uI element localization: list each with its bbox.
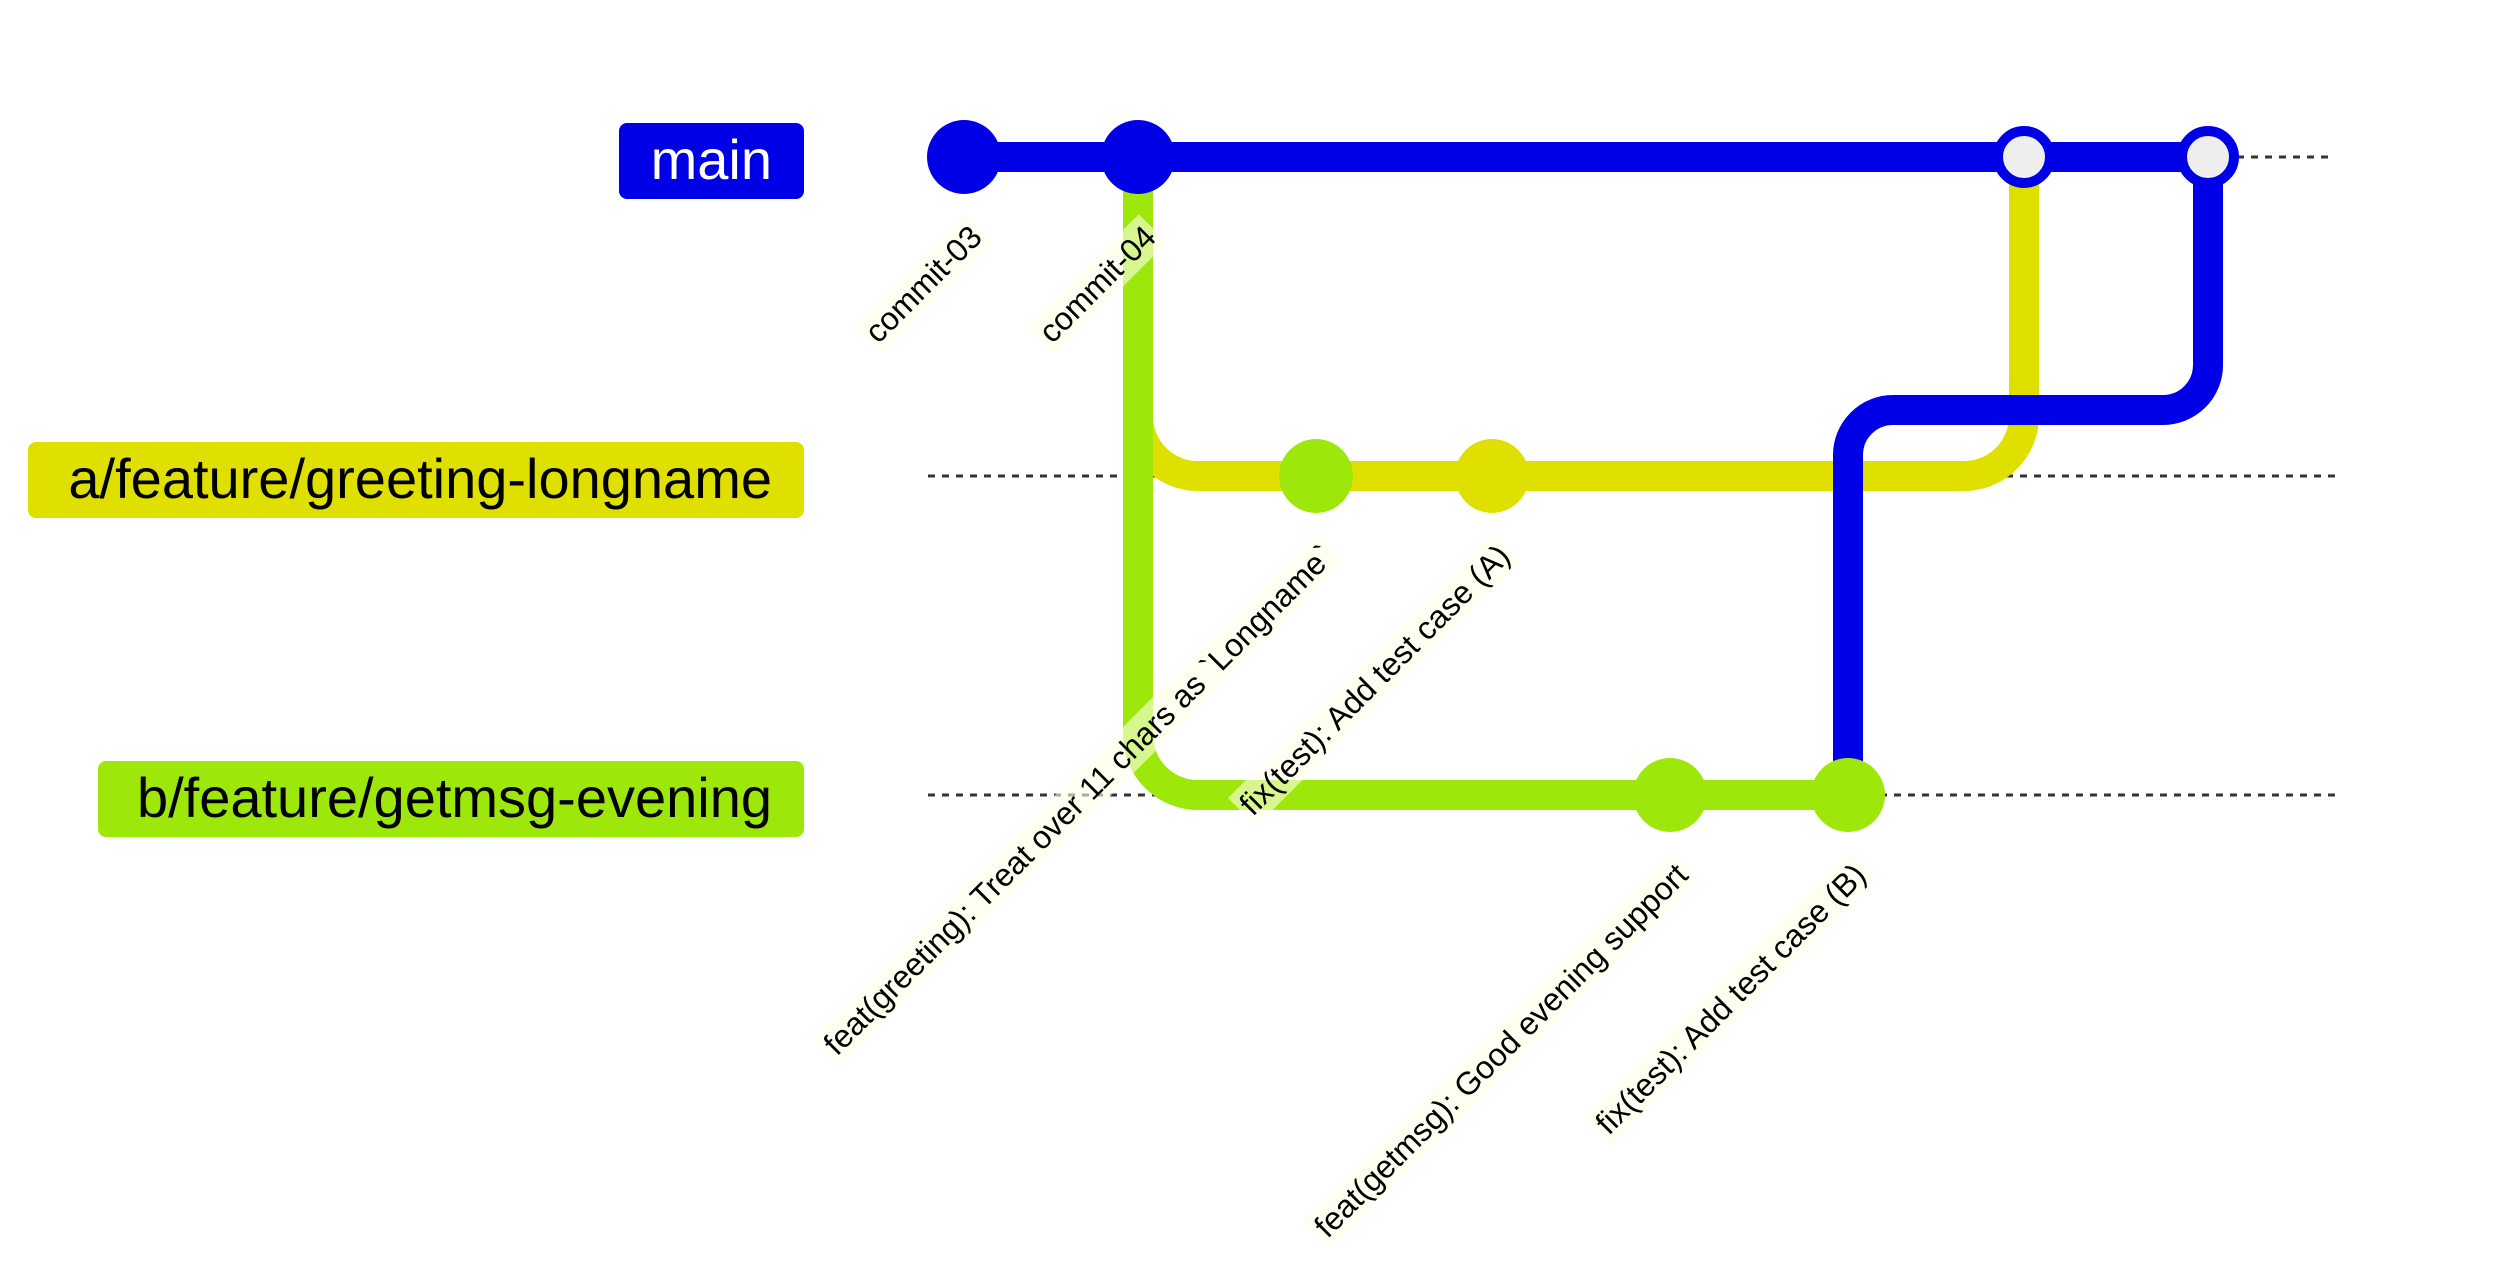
commit-message-background <box>1228 533 1521 827</box>
branch-label-text: a/feature/greeting-longname <box>68 447 772 510</box>
branch-label-background <box>28 442 804 518</box>
merge-commit-dot[interactable] <box>1993 126 2055 188</box>
commit-message-text: feat(getmsg): Good evening support <box>1307 856 1695 1244</box>
branch-label-main[interactable]: main <box>619 123 804 199</box>
branch-label-text: main <box>651 128 772 191</box>
commit-message-background <box>853 214 993 354</box>
commit-labels: commit-03 commit-04 feat(greeting): Trea… <box>812 214 1877 1249</box>
branch-label-background <box>98 761 804 837</box>
branch-label-a[interactable]: a/feature/greeting-longname <box>28 442 804 518</box>
commit-label-c5: feat(getmsg): Good evening support <box>1302 852 1700 1249</box>
commit-dot[interactable] <box>1455 439 1529 513</box>
commit-dot[interactable] <box>1279 439 1353 513</box>
commit-label-c1: commit-03 <box>853 214 993 354</box>
commit-message-background <box>1027 214 1167 354</box>
commit-dot[interactable] <box>1811 758 1885 832</box>
main-to-b-edge <box>1833 142 2223 810</box>
commit-dot[interactable] <box>1633 758 1707 832</box>
commit-dot[interactable] <box>1101 120 1175 194</box>
branch-a-edge <box>1123 142 2039 491</box>
branch-label-background <box>619 123 804 199</box>
commit-dots <box>927 120 2239 832</box>
commit-message-text: commit-03 <box>858 219 989 350</box>
commit-message-background <box>812 533 1345 1067</box>
branch-label-b[interactable]: b/feature/getmsg-evening <box>98 761 804 837</box>
branch-label-text: b/feature/getmsg-evening <box>137 766 772 829</box>
merge-commit-dot[interactable] <box>2177 126 2239 188</box>
commit-message-background <box>1302 852 1700 1249</box>
commit-message-background <box>1584 852 1877 1146</box>
commit-dot[interactable] <box>927 120 1001 194</box>
